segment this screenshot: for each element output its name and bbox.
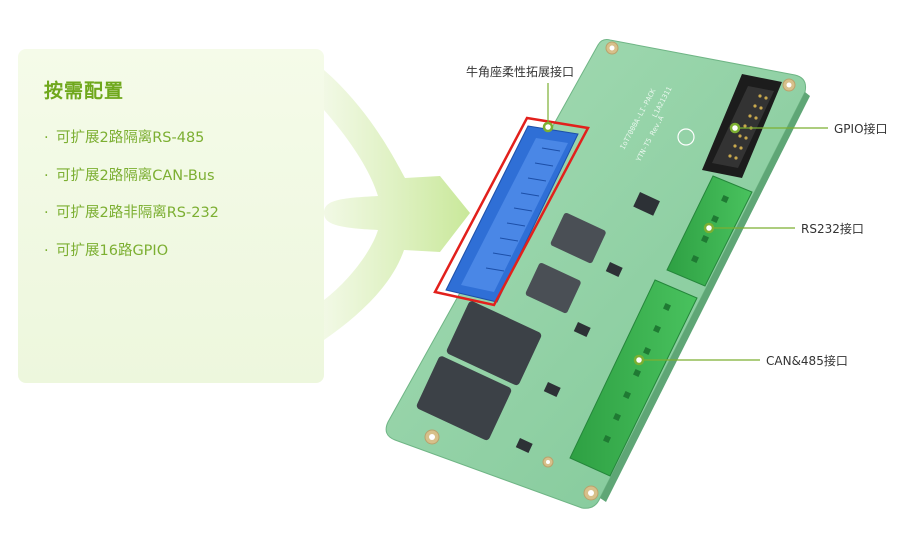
bullet-dot: · — [44, 242, 49, 259]
pcb-edge — [600, 92, 810, 502]
feature-card — [18, 49, 324, 383]
feature-item: · 可扩展16路GPIO — [44, 239, 219, 277]
highlight-frame — [433, 116, 590, 307]
feature-item-label: 可扩展2路非隔离RS-232 — [56, 205, 219, 221]
feature-item: · 可扩展2路隔离RS-485 — [44, 126, 219, 164]
gpio-header — [702, 74, 782, 178]
callout-dots — [542, 121, 741, 366]
feature-item: · 可扩展2路非隔离RS-232 — [44, 201, 219, 239]
feature-list: · 可扩展2路隔离RS-485 · 可扩展2路隔离CAN-Bus · 可扩展2路非隔离… — [44, 126, 219, 276]
feature-item-label: 可扩展16路GPIO — [56, 242, 169, 259]
bullet-dot: · — [44, 130, 49, 146]
components — [416, 192, 660, 453]
callout-lines — [547, 83, 828, 361]
feature-card-title: 按需配置 — [44, 80, 125, 102]
arrow-shape — [324, 70, 470, 340]
can485-terminal-block — [569, 279, 698, 477]
feature-item-label: 可扩展2路隔离RS-485 — [56, 130, 205, 146]
feature-item-label: 可扩展2路隔离CAN-Bus — [56, 167, 215, 184]
callout-label-gpio: GPIO接口 — [834, 122, 888, 136]
bullet-dot: · — [44, 205, 49, 221]
callout-label-ox-horn: 牛角座柔性拓展接口 — [466, 65, 575, 79]
callout-label-can485: CAN&485接口 — [766, 354, 848, 368]
feature-item: · 可扩展2路隔离CAN-Bus — [44, 164, 219, 202]
mounting-holes — [424, 41, 796, 501]
callout-label-rs232: RS232接口 — [801, 222, 864, 236]
bullet-dot: · — [44, 167, 49, 184]
